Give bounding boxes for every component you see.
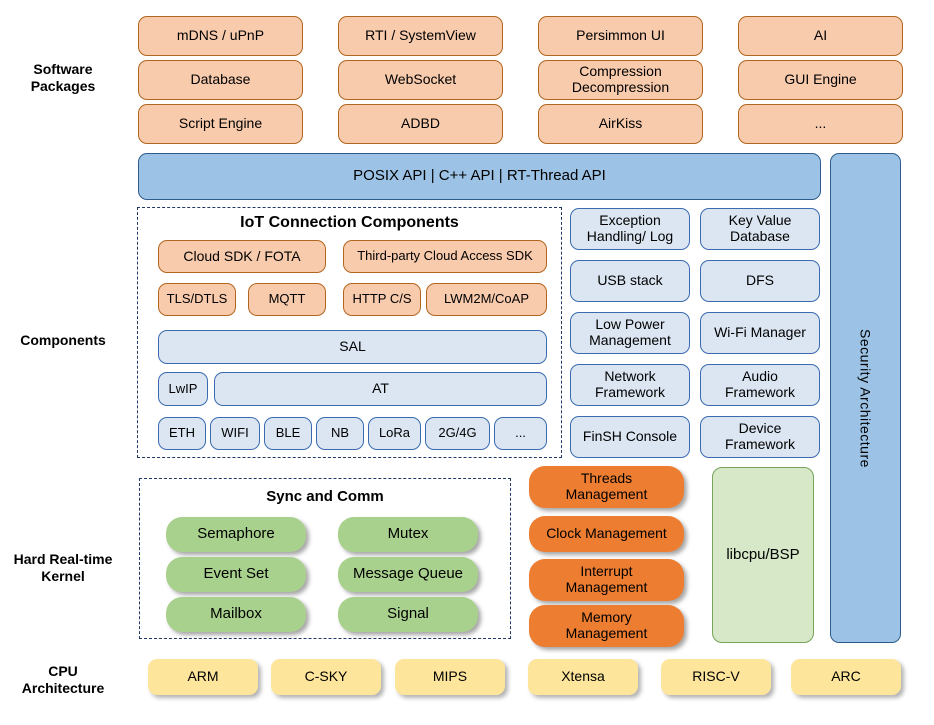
iot-protocol-item[interactable]: HTTP C/S <box>343 283 421 316</box>
iot-at[interactable]: AT <box>214 372 547 406</box>
iot-protocol-item[interactable]: MQTT <box>248 283 326 316</box>
cpu-architecture-item[interactable]: MIPS <box>395 659 505 695</box>
row-label-software-packages: Software Packages <box>30 60 96 95</box>
cpu-architecture-item[interactable]: ARM <box>148 659 258 695</box>
software-package-item[interactable]: Script Engine <box>138 104 303 144</box>
iot-cloud-sdk[interactable]: Cloud SDK / FOTA <box>158 240 326 273</box>
component-item[interactable]: Network Framework <box>570 364 690 406</box>
component-item[interactable]: DFS <box>700 260 820 302</box>
software-package-item[interactable]: mDNS / uPnP <box>138 16 303 56</box>
component-item[interactable]: Device Framework <box>700 416 820 458</box>
sync-item[interactable]: Signal <box>338 597 478 632</box>
kernel-core-item[interactable]: Interrupt Management <box>529 559 684 601</box>
sync-and-comm-group <box>139 478 511 639</box>
iot-protocol-item[interactable]: TLS/DTLS <box>158 283 236 316</box>
api-bar: POSIX API | C++ API | RT-Thread API <box>138 153 821 200</box>
software-package-item[interactable]: Compression Decompression <box>538 60 703 100</box>
software-package-item[interactable]: Database <box>138 60 303 100</box>
iot-thirdparty-cloud-sdk[interactable]: Third-party Cloud Access SDK <box>343 240 547 273</box>
component-item[interactable]: Wi-Fi Manager <box>700 312 820 354</box>
iot-link-item[interactable]: 2G/4G <box>425 417 490 450</box>
software-package-item[interactable]: ADBD <box>338 104 503 144</box>
row-label-components: Components <box>20 332 106 349</box>
security-architecture-column: Security Architecture <box>830 153 901 643</box>
kernel-core-item[interactable]: Clock Management <box>529 516 684 552</box>
iot-link-item[interactable]: BLE <box>264 417 312 450</box>
row-label-cpu-architecture: CPU Architecture <box>21 662 105 697</box>
sync-item[interactable]: Semaphore <box>166 517 306 552</box>
cpu-architecture-item[interactable]: Xtensa <box>528 659 638 695</box>
iot-link-item[interactable]: ... <box>494 417 547 450</box>
iot-link-item[interactable]: NB <box>316 417 364 450</box>
sync-item[interactable]: Mailbox <box>166 597 306 632</box>
component-item[interactable]: Key Value Database <box>700 208 820 250</box>
software-package-item[interactable]: AI <box>738 16 903 56</box>
sync-item[interactable]: Event Set <box>166 557 306 592</box>
component-item[interactable]: Low Power Management <box>570 312 690 354</box>
iot-lwip[interactable]: LwIP <box>158 372 208 406</box>
iot-link-item[interactable]: ETH <box>158 417 206 450</box>
iot-protocol-item[interactable]: LWM2M/CoAP <box>426 283 547 316</box>
iot-sal-layer[interactable]: SAL <box>158 330 547 364</box>
component-item[interactable]: Audio Framework <box>700 364 820 406</box>
software-package-item[interactable]: ... <box>738 104 903 144</box>
component-item[interactable]: Exception Handling/ Log <box>570 208 690 250</box>
sync-and-comm-title: Sync and Comm <box>266 488 384 505</box>
iot-connection-components-group <box>137 207 562 458</box>
software-package-item[interactable]: WebSocket <box>338 60 503 100</box>
component-item[interactable]: FinSH Console <box>570 416 690 458</box>
iot-connection-components-title: IoT Connection Components <box>240 214 459 231</box>
software-package-item[interactable]: GUI Engine <box>738 60 903 100</box>
kernel-core-item[interactable]: Memory Management <box>529 605 684 647</box>
security-architecture-label: Security Architecture <box>857 328 874 468</box>
software-package-item[interactable]: AirKiss <box>538 104 703 144</box>
cpu-architecture-item[interactable]: C-SKY <box>271 659 381 695</box>
cpu-architecture-item[interactable]: ARC <box>791 659 901 695</box>
component-item[interactable]: USB stack <box>570 260 690 302</box>
iot-link-item[interactable]: LoRa <box>368 417 421 450</box>
row-label-kernel: Hard Real-time Kernel <box>13 550 113 585</box>
sync-item[interactable]: Mutex <box>338 517 478 552</box>
kernel-core-item[interactable]: Threads Management <box>529 466 684 508</box>
iot-link-item[interactable]: WIFI <box>210 417 260 450</box>
sync-item[interactable]: Message Queue <box>338 557 478 592</box>
cpu-architecture-item[interactable]: RISC-V <box>661 659 771 695</box>
libcpu-bsp-block[interactable]: libcpu/BSP <box>712 467 814 643</box>
software-package-item[interactable]: RTI / SystemView <box>338 16 503 56</box>
software-package-item[interactable]: Persimmon UI <box>538 16 703 56</box>
